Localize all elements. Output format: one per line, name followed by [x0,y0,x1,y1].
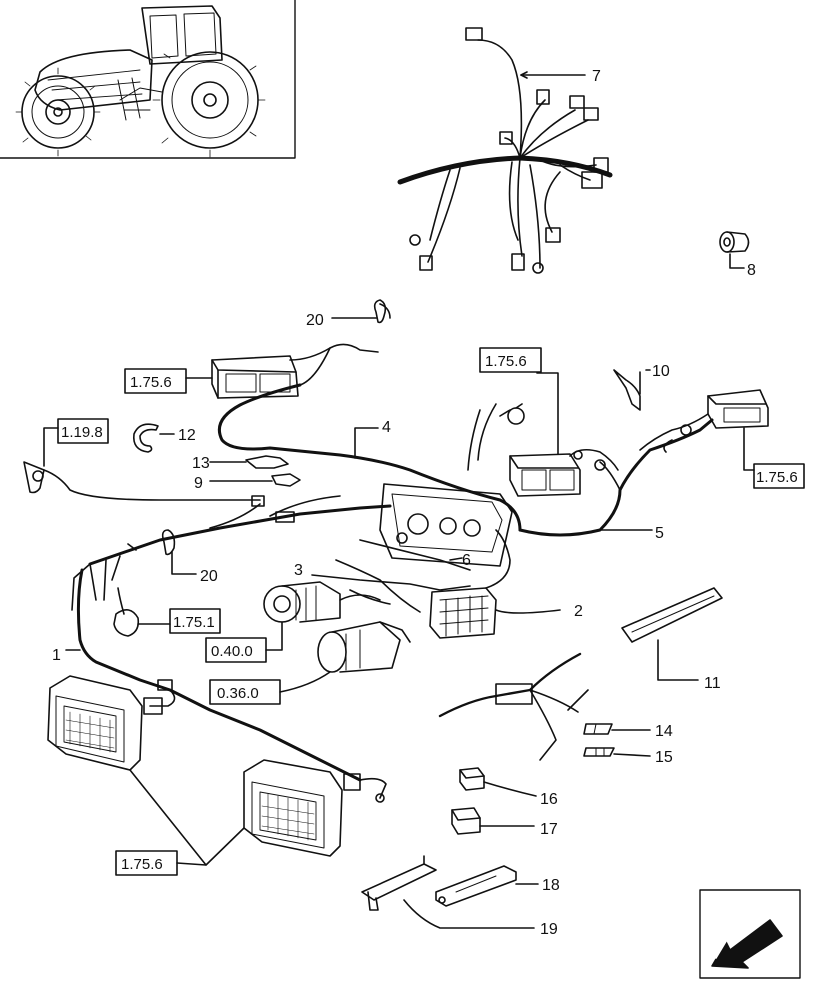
callout-12: 12 [178,427,196,444]
callout-10: 10 [652,363,670,380]
callout-4: 4 [382,419,391,436]
harness-1 [65,495,392,803]
headlamp-ref-leader [176,862,207,866]
fuse-cover-19 [361,855,535,929]
connector [583,107,599,121]
ref-1756-headlamps: 1.75.6 [121,856,163,873]
connector [511,253,525,271]
callout-16: 16 [540,791,558,808]
connector [545,227,561,243]
relay-harness [438,652,589,761]
headlamp-left [47,675,143,771]
part-9 [209,473,301,487]
callout-20b: 20 [200,568,218,585]
relay-16 [459,767,537,797]
part-14 [583,723,651,735]
lamp-right [639,389,769,471]
direction-badge [699,889,801,979]
starter-0360 [279,621,411,693]
callout-17: 17 [540,821,558,838]
callout-7: 7 [592,68,601,85]
part-10-clip [613,369,651,411]
ref-0360: 0.36.0 [217,685,259,702]
connector-block-2 [429,529,561,639]
callout-9: 9 [194,475,203,492]
connector [465,27,483,41]
harness-5 [518,418,714,537]
connector [569,95,585,109]
part-12-ring [132,423,175,453]
callout-2: 2 [574,603,583,620]
connector [499,131,513,145]
ref-1756-right-lamp: 1.75.6 [756,469,798,486]
callout-20a: 20 [306,312,324,329]
horn-1751 [113,587,171,637]
lamp-left [185,343,379,399]
callout-3: 3 [294,562,303,579]
ref-box-1756-center-lamp [479,347,542,373]
instrument-cluster-6 [359,483,513,571]
ref-box-1756-right-lamp [753,463,805,489]
callout-11: 11 [704,675,721,692]
headlamp-right [243,759,343,857]
part-15 [583,747,651,757]
harness-7 [397,27,613,274]
connector [536,89,550,105]
relay-17 [451,807,535,835]
part-8-grommet [719,231,750,269]
wires-3 [311,559,471,613]
sensor-1198 [23,427,265,507]
callout-14: 14 [655,723,673,740]
ref-1751: 1.75.1 [173,614,215,631]
lamp-center [467,372,619,497]
harness-4 [217,383,522,532]
fuse-box-18 [435,865,539,907]
callout-19: 19 [540,921,558,938]
part-20-clip-top [331,299,391,324]
connector [419,255,433,271]
callout-18: 18 [542,877,560,894]
callout-13: 13 [192,455,210,472]
ref-box-1198 [57,418,109,444]
ref-box-0360 [209,679,281,705]
part-20-clip-bottom [127,529,197,575]
part-13 [209,455,289,469]
callout-1: 1 [52,647,61,664]
ref-1198: 1.19.8 [61,424,103,441]
callout-5: 5 [655,525,664,542]
ref-0400: 0.40.0 [211,643,253,660]
connector [581,171,603,189]
part-11-bracket [621,587,723,681]
ref-box-1751 [169,608,221,634]
ref-box-1756-left-lamp [124,368,187,394]
callout-8: 8 [747,262,756,279]
tractor-illustration [15,5,266,158]
alternator-0400 [263,581,341,651]
callout-15: 15 [655,749,673,766]
ref-box-0400 [205,637,267,663]
ref-1756-left-lamp: 1.75.6 [130,374,172,391]
ref-1756-center-lamp: 1.75.6 [485,353,527,370]
tractor-inset [0,0,296,159]
callout-6: 6 [462,552,471,569]
